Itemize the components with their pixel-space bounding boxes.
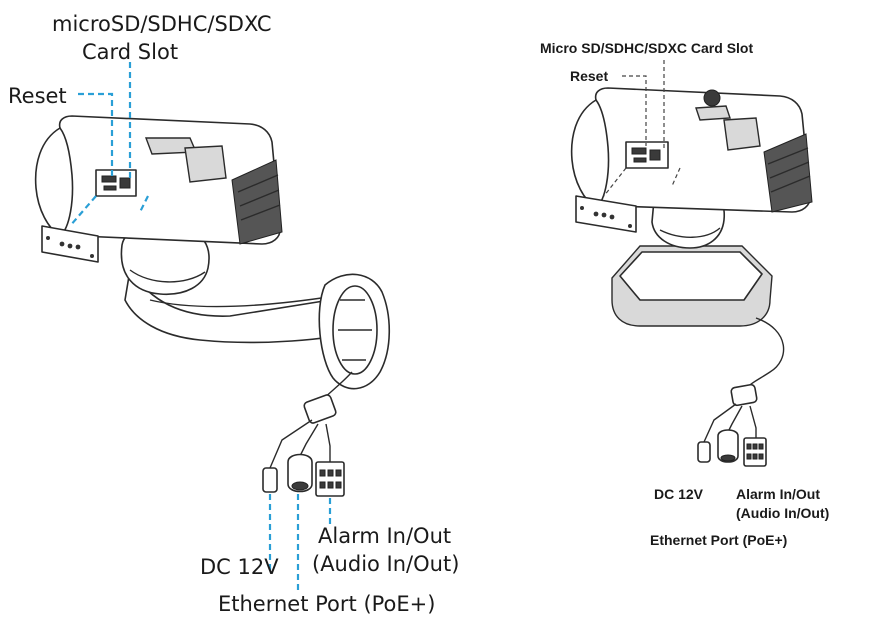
right-card-slot-label: Micro SD/SDHC/SDXC Card Slot: [540, 40, 754, 56]
left-dc-label: DC 12V: [200, 555, 279, 579]
right-dc-label: DC 12V: [654, 486, 704, 502]
right-alarm-label-line1: Alarm In/Out: [736, 486, 821, 502]
left-card-slot-label-line2: Card Slot: [82, 40, 179, 64]
left-camera-illustration: [34, 115, 391, 497]
right-ethernet-label: Ethernet Port (PoE+): [650, 532, 788, 548]
right-alarm-label-line2: (Audio In/Out): [736, 505, 830, 521]
right-reset-label: Reset: [570, 68, 609, 84]
left-reset-label: Reset: [8, 84, 67, 108]
left-card-slot-label-line1: microSD/SDHC/SDXC: [52, 12, 272, 36]
left-alarm-label-line1: Alarm In/Out: [318, 524, 452, 548]
left-leader-lines: [69, 62, 332, 590]
left-alarm-label-line2: (Audio In/Out): [312, 552, 460, 576]
left-ethernet-label: Ethernet Port (PoE+): [218, 592, 436, 616]
right-camera-illustration: [570, 87, 813, 467]
right-leader-lines: [603, 60, 681, 197]
